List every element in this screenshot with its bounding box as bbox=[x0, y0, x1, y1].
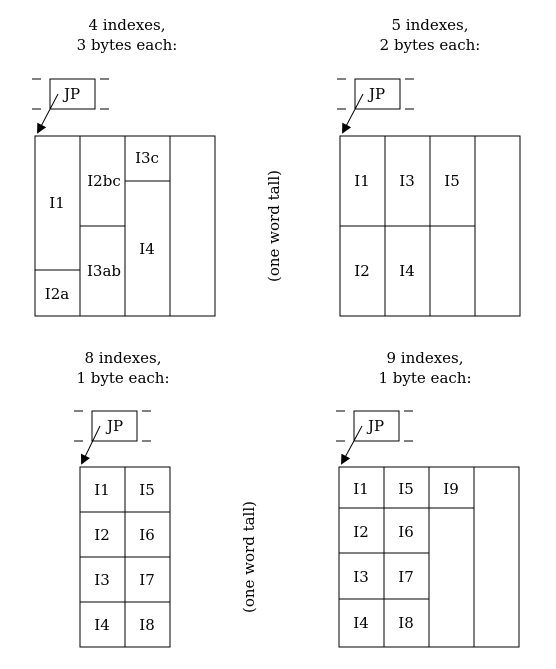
index-block: I1 I2 I3 I4 I5 I6 I7 I8 I9 bbox=[338, 466, 520, 648]
cell-label: I1 bbox=[353, 480, 368, 498]
index-block: I1 I2 I3 I4 I5 I6 I7 I8 bbox=[79, 466, 171, 648]
jp-label: JP bbox=[367, 85, 385, 103]
panel-9-indexes: 9 indexes, 1 byte each: JP I1 I2 I3 I4 I… bbox=[336, 349, 520, 648]
cell-label: I2 bbox=[353, 523, 368, 541]
jp-label: JP bbox=[105, 417, 123, 435]
cell-label: I6 bbox=[139, 526, 154, 544]
cell-label: I8 bbox=[139, 616, 154, 634]
side-label-one-word-tall: (one word tall) bbox=[240, 501, 258, 613]
index-block: I1 I2a I2bc I3ab I3c I4 bbox=[34, 135, 216, 317]
jp-box bbox=[354, 78, 401, 110]
jp-arrow bbox=[342, 93, 364, 134]
panel-title-line-1: 4 indexes, bbox=[88, 16, 165, 34]
cell-label: I2a bbox=[45, 285, 69, 303]
cell-label: I3 bbox=[94, 571, 109, 589]
jp-box bbox=[91, 410, 138, 442]
panel-title-line-1: 5 indexes, bbox=[391, 16, 468, 34]
cell-label: I1 bbox=[354, 172, 369, 190]
cell-label: I9 bbox=[443, 480, 458, 498]
cell-label: I3ab bbox=[87, 262, 121, 280]
jp-arrow bbox=[341, 425, 363, 465]
cell-label: I5 bbox=[444, 172, 459, 190]
panel-title-line-2: 3 bytes each: bbox=[77, 36, 178, 54]
jp-label: JP bbox=[62, 85, 80, 103]
cell-label: I3c bbox=[135, 149, 159, 167]
jp-pointer: JP bbox=[336, 410, 413, 465]
cell-label: I4 bbox=[353, 614, 368, 632]
cell-label: I6 bbox=[398, 523, 413, 541]
cell-label: I7 bbox=[139, 571, 154, 589]
cell-label: I3 bbox=[399, 172, 414, 190]
cell-label: I4 bbox=[94, 616, 109, 634]
cell-label: I1 bbox=[49, 194, 64, 212]
cell-label: I4 bbox=[399, 262, 414, 280]
cell-label: I2bc bbox=[87, 172, 120, 190]
panel-4-indexes: 4 indexes, 3 bytes each: JP I1 I2a I2bc … bbox=[32, 16, 216, 317]
jp-box bbox=[49, 78, 96, 110]
cell-label: I1 bbox=[94, 481, 109, 499]
panel-title-line-2: 1 byte each: bbox=[77, 369, 170, 387]
cell-label: I3 bbox=[353, 568, 368, 586]
cell-label: I5 bbox=[398, 480, 413, 498]
index-block: I1 I2 I3 I4 I5 bbox=[339, 135, 521, 317]
panel-8-indexes: 8 indexes, 1 byte each: JP I1 I2 I3 I4 I… bbox=[74, 349, 171, 648]
cell-label: I4 bbox=[139, 240, 154, 258]
cell-label: I2 bbox=[354, 262, 369, 280]
side-label-one-word-tall: (one word tall) bbox=[265, 170, 283, 282]
jp-arrow bbox=[81, 425, 101, 465]
cell-label: I2 bbox=[94, 526, 109, 544]
panel-title-line-2: 1 byte each: bbox=[379, 369, 472, 387]
jp-pointer: JP bbox=[74, 410, 151, 465]
jp-arrow bbox=[37, 93, 59, 134]
cell-label: I8 bbox=[398, 614, 413, 632]
jp-pointer: JP bbox=[32, 78, 109, 134]
cell-label: I7 bbox=[398, 568, 413, 586]
jp-pointer: JP bbox=[337, 78, 414, 134]
jp-label: JP bbox=[366, 417, 384, 435]
panel-title-line-2: 2 bytes each: bbox=[380, 36, 481, 54]
panel-5-indexes: 5 indexes, 2 bytes each: JP I1 I2 I3 I4 … bbox=[337, 16, 521, 317]
panel-title-line-1: 9 indexes, bbox=[386, 349, 463, 367]
jp-box bbox=[353, 410, 400, 442]
panel-title-line-1: 8 indexes, bbox=[84, 349, 161, 367]
cell-label: I5 bbox=[139, 481, 154, 499]
